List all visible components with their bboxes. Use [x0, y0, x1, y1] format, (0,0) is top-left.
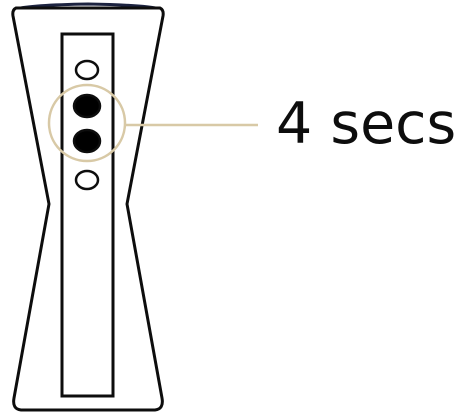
led-dot-3	[72, 128, 102, 154]
led-dot-1	[74, 59, 100, 81]
duration-label: 4 secs	[276, 91, 456, 157]
device-diagram	[11, 2, 258, 412]
led-dot-4	[74, 169, 100, 191]
diagram-stage: 4 secs	[11, 2, 456, 412]
highlight-ring	[47, 83, 127, 163]
led-dot-2	[72, 93, 102, 119]
